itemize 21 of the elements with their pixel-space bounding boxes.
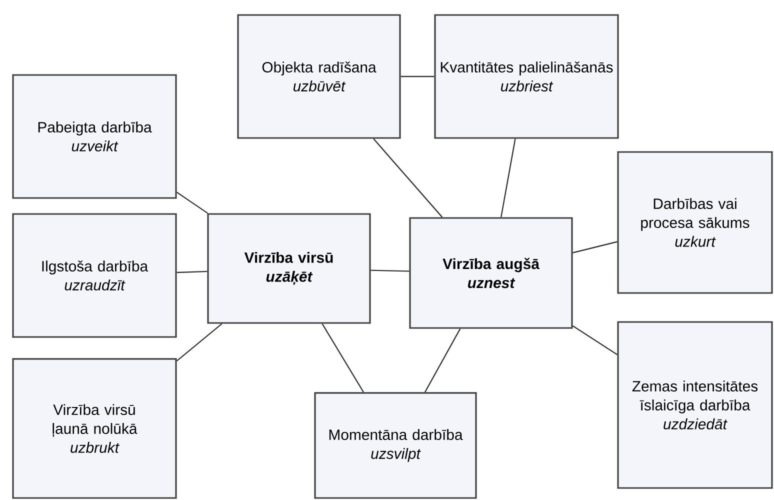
concept-box: Objekta radīšana uzbūvēt <box>237 14 401 139</box>
connector-line <box>500 138 516 218</box>
connector-line <box>176 192 208 214</box>
concept-box: Pabeigta darbība uzveikt <box>12 74 177 199</box>
connector-line <box>373 138 443 218</box>
concept-box: Darbības vai procesa sākums uzkurt <box>617 151 773 294</box>
concept-box: Zemas intensitātes īslaicīga darbība uzdziedāt <box>617 321 773 489</box>
connector-line <box>572 241 618 254</box>
concept-box: Momentāna darbība uzsvilpt <box>314 392 477 499</box>
concept-box: Kvantitātes palielināšanās uzbriest <box>434 14 619 139</box>
concept-box: Virzība virsū uzāķēt <box>207 213 371 324</box>
connector-line <box>176 323 222 362</box>
connector-line <box>370 270 410 272</box>
connector-line <box>322 323 364 392</box>
concept-box: Virzība virsū ļaunā nolūkā uzbrukt <box>12 358 177 499</box>
connector-line <box>176 270 208 274</box>
concept-box: Virzība augšā uznest <box>409 217 573 329</box>
connector-line <box>424 328 461 392</box>
concept-box: Ilgstoša darbība uzraudzīt <box>12 213 177 338</box>
connector-line <box>400 76 434 78</box>
connector-line <box>572 325 618 356</box>
